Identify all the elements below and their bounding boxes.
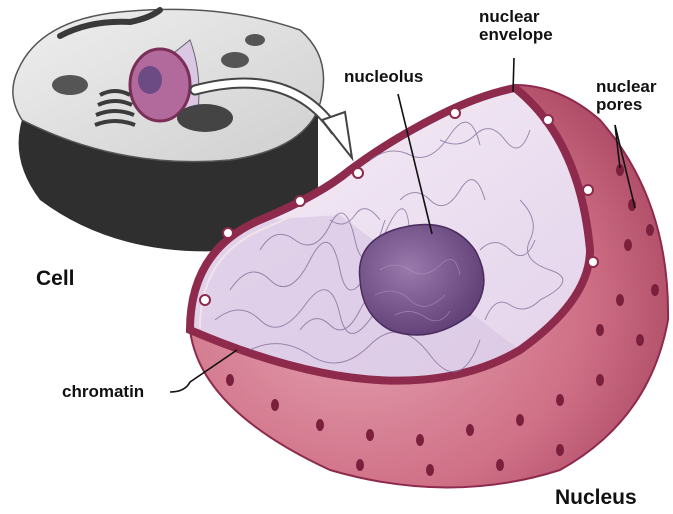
leader-nuclear-envelope (513, 58, 514, 92)
cell-nucleolus-mini (138, 66, 162, 94)
organelle-3 (221, 52, 249, 68)
label-nuclear-pores-line1: nuclear (596, 78, 656, 96)
mitochondrion (177, 104, 233, 132)
label-nucleus: Nucleus (555, 487, 637, 509)
label-chromatin: chromatin (62, 383, 144, 401)
label-nuclear-envelope-line1: nuclear (479, 8, 553, 26)
label-cell: Cell (36, 268, 75, 290)
label-nuclear-envelope-line2: envelope (479, 26, 553, 44)
label-nuclear-pores-line2: pores (596, 96, 656, 114)
label-nuclear-pores: nuclear pores (596, 78, 656, 114)
label-nucleolus: nucleolus (344, 68, 423, 86)
nucleolus (360, 224, 484, 335)
organelle-2 (52, 75, 88, 95)
organelle-4 (245, 34, 265, 46)
zoom-arrow-head (322, 112, 352, 158)
label-nuclear-envelope: nuclear envelope (479, 8, 553, 44)
